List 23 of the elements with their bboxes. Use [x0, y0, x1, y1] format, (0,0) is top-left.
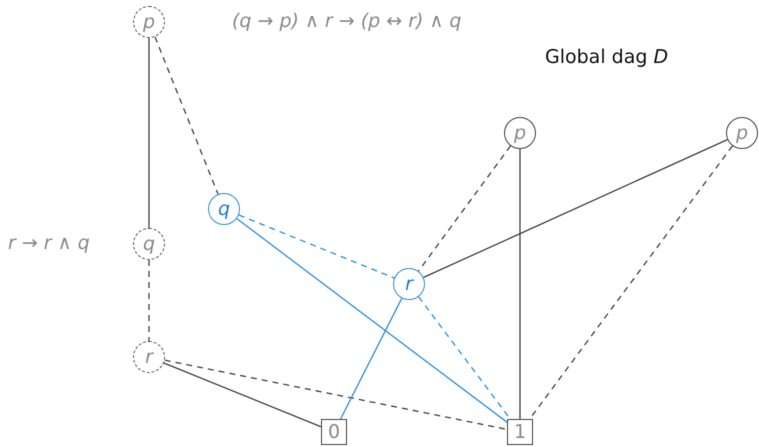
- connector-line: [238, 214, 394, 279]
- connector-line: [236, 218, 508, 423]
- connector-line: [154, 36, 219, 194]
- variable-node: p: [504, 117, 536, 149]
- formula-text: (q → p) ∧ r → (p ↔ r) ∧ q: [232, 12, 462, 31]
- formula-text: r → r ∧ q: [8, 234, 90, 253]
- terminal-box: 1: [507, 419, 533, 445]
- variable-node: r: [393, 268, 425, 300]
- variable-node: r: [133, 341, 165, 373]
- variable-node: q: [133, 228, 165, 260]
- connector-line: [148, 38, 150, 228]
- connector-line: [418, 146, 512, 272]
- connector-line: [423, 139, 728, 278]
- variable-node: p: [726, 117, 758, 149]
- terminal-box: 0: [321, 419, 347, 445]
- connector-line: [164, 362, 322, 428]
- connector-line: [519, 149, 521, 419]
- connector-line: [164, 360, 508, 430]
- connector-line: [340, 298, 402, 420]
- diagram-title: Global dag D: [545, 46, 668, 68]
- connector-line: [148, 260, 150, 341]
- variable-node: q: [208, 193, 240, 225]
- variable-node: p: [133, 6, 165, 38]
